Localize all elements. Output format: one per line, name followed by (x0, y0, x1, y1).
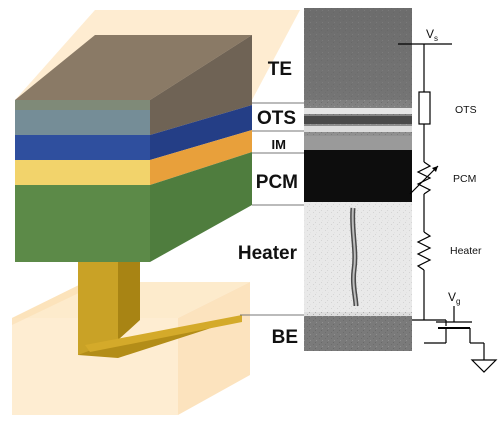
label-ots: OTS (257, 108, 296, 129)
ots-resistor-symbol (418, 91, 431, 125)
pcm-side-face (150, 152, 252, 262)
circuit-label-pcm: PCM (453, 173, 476, 185)
circuit-schematic (398, 43, 498, 373)
ots-front-lower (15, 135, 150, 160)
im-front-face (15, 160, 150, 185)
label-te: TE (268, 59, 292, 80)
ots-front-face (15, 110, 150, 135)
gate-voltage-label: Vg (448, 290, 460, 306)
circuit-label-heater: Heater (450, 245, 482, 257)
te-top-face (15, 35, 252, 100)
te-side-face (150, 35, 252, 135)
label-pcm: PCM (256, 172, 298, 193)
label-heater: Heater (238, 243, 298, 264)
ground-symbol (470, 359, 498, 373)
layer-stack (15, 35, 252, 262)
tem-micrograph (304, 8, 412, 351)
heater-resistor-symbol (416, 231, 432, 271)
im-side-face (150, 130, 252, 185)
label-be: BE (272, 327, 298, 348)
pcm-front-face (15, 185, 150, 262)
transistor-symbol (424, 306, 485, 360)
supply-voltage-label: Vs (426, 27, 438, 43)
ots-side-face (150, 105, 252, 160)
circuit-label-ots: OTS (455, 104, 477, 116)
guide-lines (240, 102, 304, 316)
pcm-variable-resistor-symbol (416, 161, 432, 195)
label-im: IM (272, 137, 286, 152)
